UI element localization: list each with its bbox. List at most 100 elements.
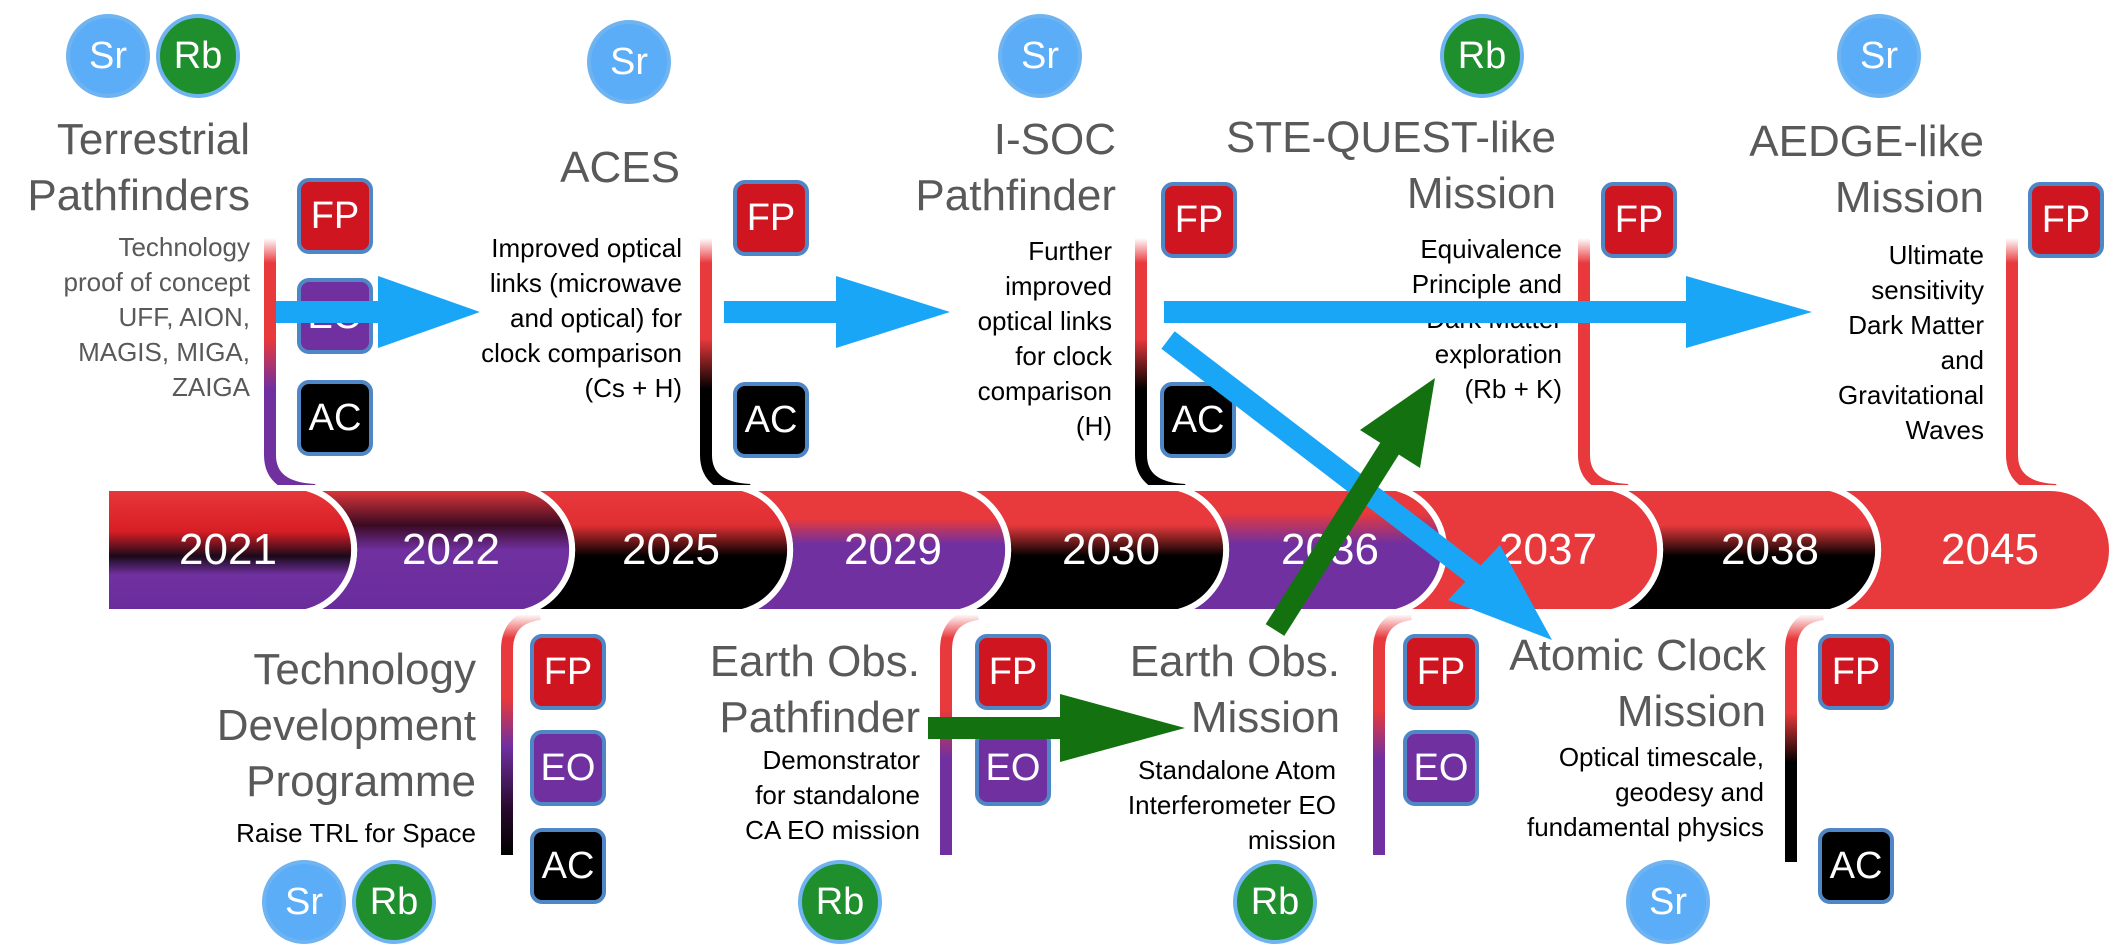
- connector-tdp: [501, 608, 542, 855]
- desc-line: geodesy and: [1615, 777, 1764, 807]
- title-line: Mission: [1190, 693, 1340, 742]
- badge-ac: AC: [733, 382, 809, 458]
- element-rb: Rb: [1440, 14, 1524, 98]
- title-line: Pathfinder: [915, 171, 1116, 220]
- badge-fp: FP: [530, 634, 606, 710]
- badge-fp: FP: [1403, 634, 1479, 710]
- mission-description: Demonstrator for standalone CA EO mission: [680, 743, 920, 848]
- badge-ac: AC: [1818, 828, 1894, 904]
- desc-line: proof of concept: [63, 267, 250, 297]
- year-label: 2045: [1941, 525, 2039, 574]
- desc-line: Interferometer EO: [1127, 790, 1336, 820]
- mission-title: Earth Obs. Mission: [1080, 634, 1340, 746]
- year-label: 2021: [179, 525, 277, 574]
- arrow-head: [1448, 545, 1552, 640]
- badge-ac: AC: [530, 828, 606, 904]
- badge-eo: EO: [975, 730, 1051, 806]
- desc-line: ZAIGA: [171, 372, 250, 402]
- desc-line: Gravitational: [1838, 380, 1984, 410]
- element-sr: Sr: [1837, 14, 1921, 98]
- element-sr: Sr: [66, 14, 150, 98]
- desc-line: for clock: [1015, 341, 1112, 371]
- connector-clock-mission: [1785, 608, 1825, 862]
- mission-title: Earth Obs.Pathfinder: [640, 634, 920, 746]
- desc-line: Equivalence: [1420, 234, 1562, 264]
- year-label: 2030: [1062, 525, 1160, 574]
- desc-line: fundamental physics: [1526, 812, 1764, 842]
- year-label: 2038: [1721, 525, 1819, 574]
- desc-line: Further: [1028, 236, 1112, 266]
- badge-eo: EO: [1403, 730, 1479, 806]
- badge-fp: FP: [2028, 182, 2104, 258]
- desc-line: links (microwave: [489, 268, 682, 298]
- badge-fp: FP: [975, 634, 1051, 710]
- title-line: Development: [216, 701, 476, 750]
- arrow-isoc-to-aedge: [1164, 276, 1812, 348]
- arrow-isoc-to-clock-mission: [1161, 331, 1482, 584]
- desc-line: MAGIS, MIGA,: [78, 337, 250, 367]
- element-sr: Sr: [587, 20, 671, 104]
- mission-title: I-SOC Pathfinder: [860, 112, 1116, 224]
- desc-line: and optical) for: [510, 303, 682, 333]
- element-rb: Rb: [798, 860, 882, 944]
- desc-line: comparison: [977, 376, 1112, 406]
- title-line: Mission: [1406, 169, 1556, 218]
- title-line: Programme: [246, 757, 476, 806]
- connector-eo-mission: [1373, 608, 1413, 855]
- year-label: 2025: [622, 525, 720, 574]
- element-rb: Rb: [1233, 860, 1317, 944]
- desc-line: Dark Matter: [1848, 310, 1984, 340]
- desc-line: Improved optical: [491, 233, 682, 263]
- badge-fp: FP: [733, 180, 809, 256]
- title-line: Mission: [1616, 687, 1766, 736]
- title-line: STE-QUEST-like: [1225, 113, 1556, 162]
- desc-line: clock comparison: [481, 338, 682, 368]
- title-line: ACES: [560, 143, 680, 192]
- desc-line: UFF, AION,: [118, 302, 250, 332]
- arrow-aces-to-isoc: [724, 276, 950, 348]
- mission-description: Optical timescale, geodesy and fundamenta…: [1480, 740, 1764, 845]
- segment-2021: [103, 485, 358, 615]
- title-line: Terrestrial: [56, 115, 250, 164]
- desc-line: and: [1940, 345, 1984, 375]
- title-line: Mission: [1834, 173, 1984, 222]
- desc-line: Raise TRL for Space: [236, 818, 476, 848]
- arrow-head: [1360, 378, 1435, 468]
- desc-line: mission: [1247, 825, 1336, 855]
- desc-line: CA EO mission: [745, 815, 920, 845]
- badge-ac: AC: [297, 380, 373, 456]
- desc-line: for standalone: [755, 780, 920, 810]
- year-label: 2037: [1499, 525, 1597, 574]
- desc-line: optical links: [977, 306, 1112, 336]
- element-sr: Sr: [998, 14, 1082, 98]
- element-rb: Rb: [156, 14, 240, 98]
- desc-line: Demonstrator: [762, 745, 921, 775]
- blue-arrows: [276, 276, 1812, 348]
- element-sr: Sr: [1626, 860, 1710, 944]
- badge-fp: FP: [1161, 182, 1237, 258]
- desc-line: Standalone Atom: [1137, 755, 1336, 785]
- title-line: I-SOC: [993, 115, 1116, 164]
- title-line: Earth Obs.: [1129, 637, 1340, 686]
- desc-line: Principle and: [1411, 269, 1562, 299]
- desc-line: (Cs + H): [584, 373, 683, 403]
- title-line: Earth Obs.: [709, 637, 920, 686]
- desc-line: Technology: [118, 232, 250, 262]
- badge-fp: FP: [297, 178, 373, 254]
- year-label: 2022: [402, 525, 500, 574]
- desc-line: Ultimate: [1888, 240, 1984, 270]
- desc-line: Optical timescale,: [1558, 742, 1764, 772]
- title-line: Pathfinders: [27, 171, 250, 220]
- title-line: AEDGE-like: [1749, 117, 1984, 166]
- desc-line: (H): [1075, 411, 1112, 441]
